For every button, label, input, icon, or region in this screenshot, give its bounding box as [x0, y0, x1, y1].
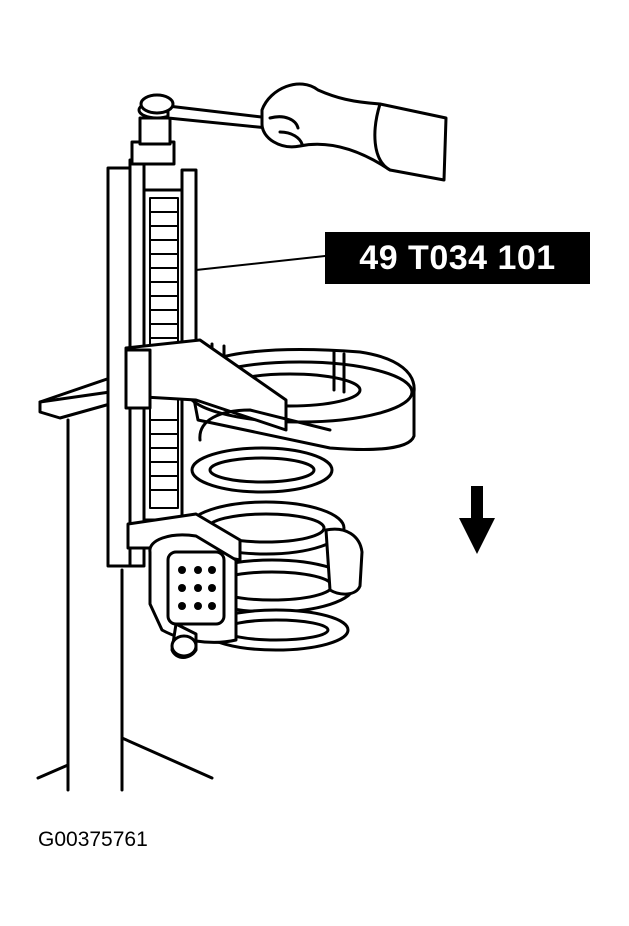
upper-clamp-arm — [124, 338, 288, 432]
clamp-bolt-holes — [178, 566, 216, 610]
tool-number-callout: 49 T034 101 — [325, 232, 590, 284]
tool-column — [106, 100, 198, 568]
stand — [36, 376, 214, 792]
tool-number-label: 49 T034 101 — [359, 238, 556, 277]
down-arrow-icon — [459, 486, 495, 554]
thread-lines — [149, 211, 179, 491]
lower-clamp — [126, 512, 364, 659]
hand — [260, 82, 448, 182]
figure-id: G00375761 — [38, 828, 148, 851]
callout-leader — [195, 255, 326, 271]
